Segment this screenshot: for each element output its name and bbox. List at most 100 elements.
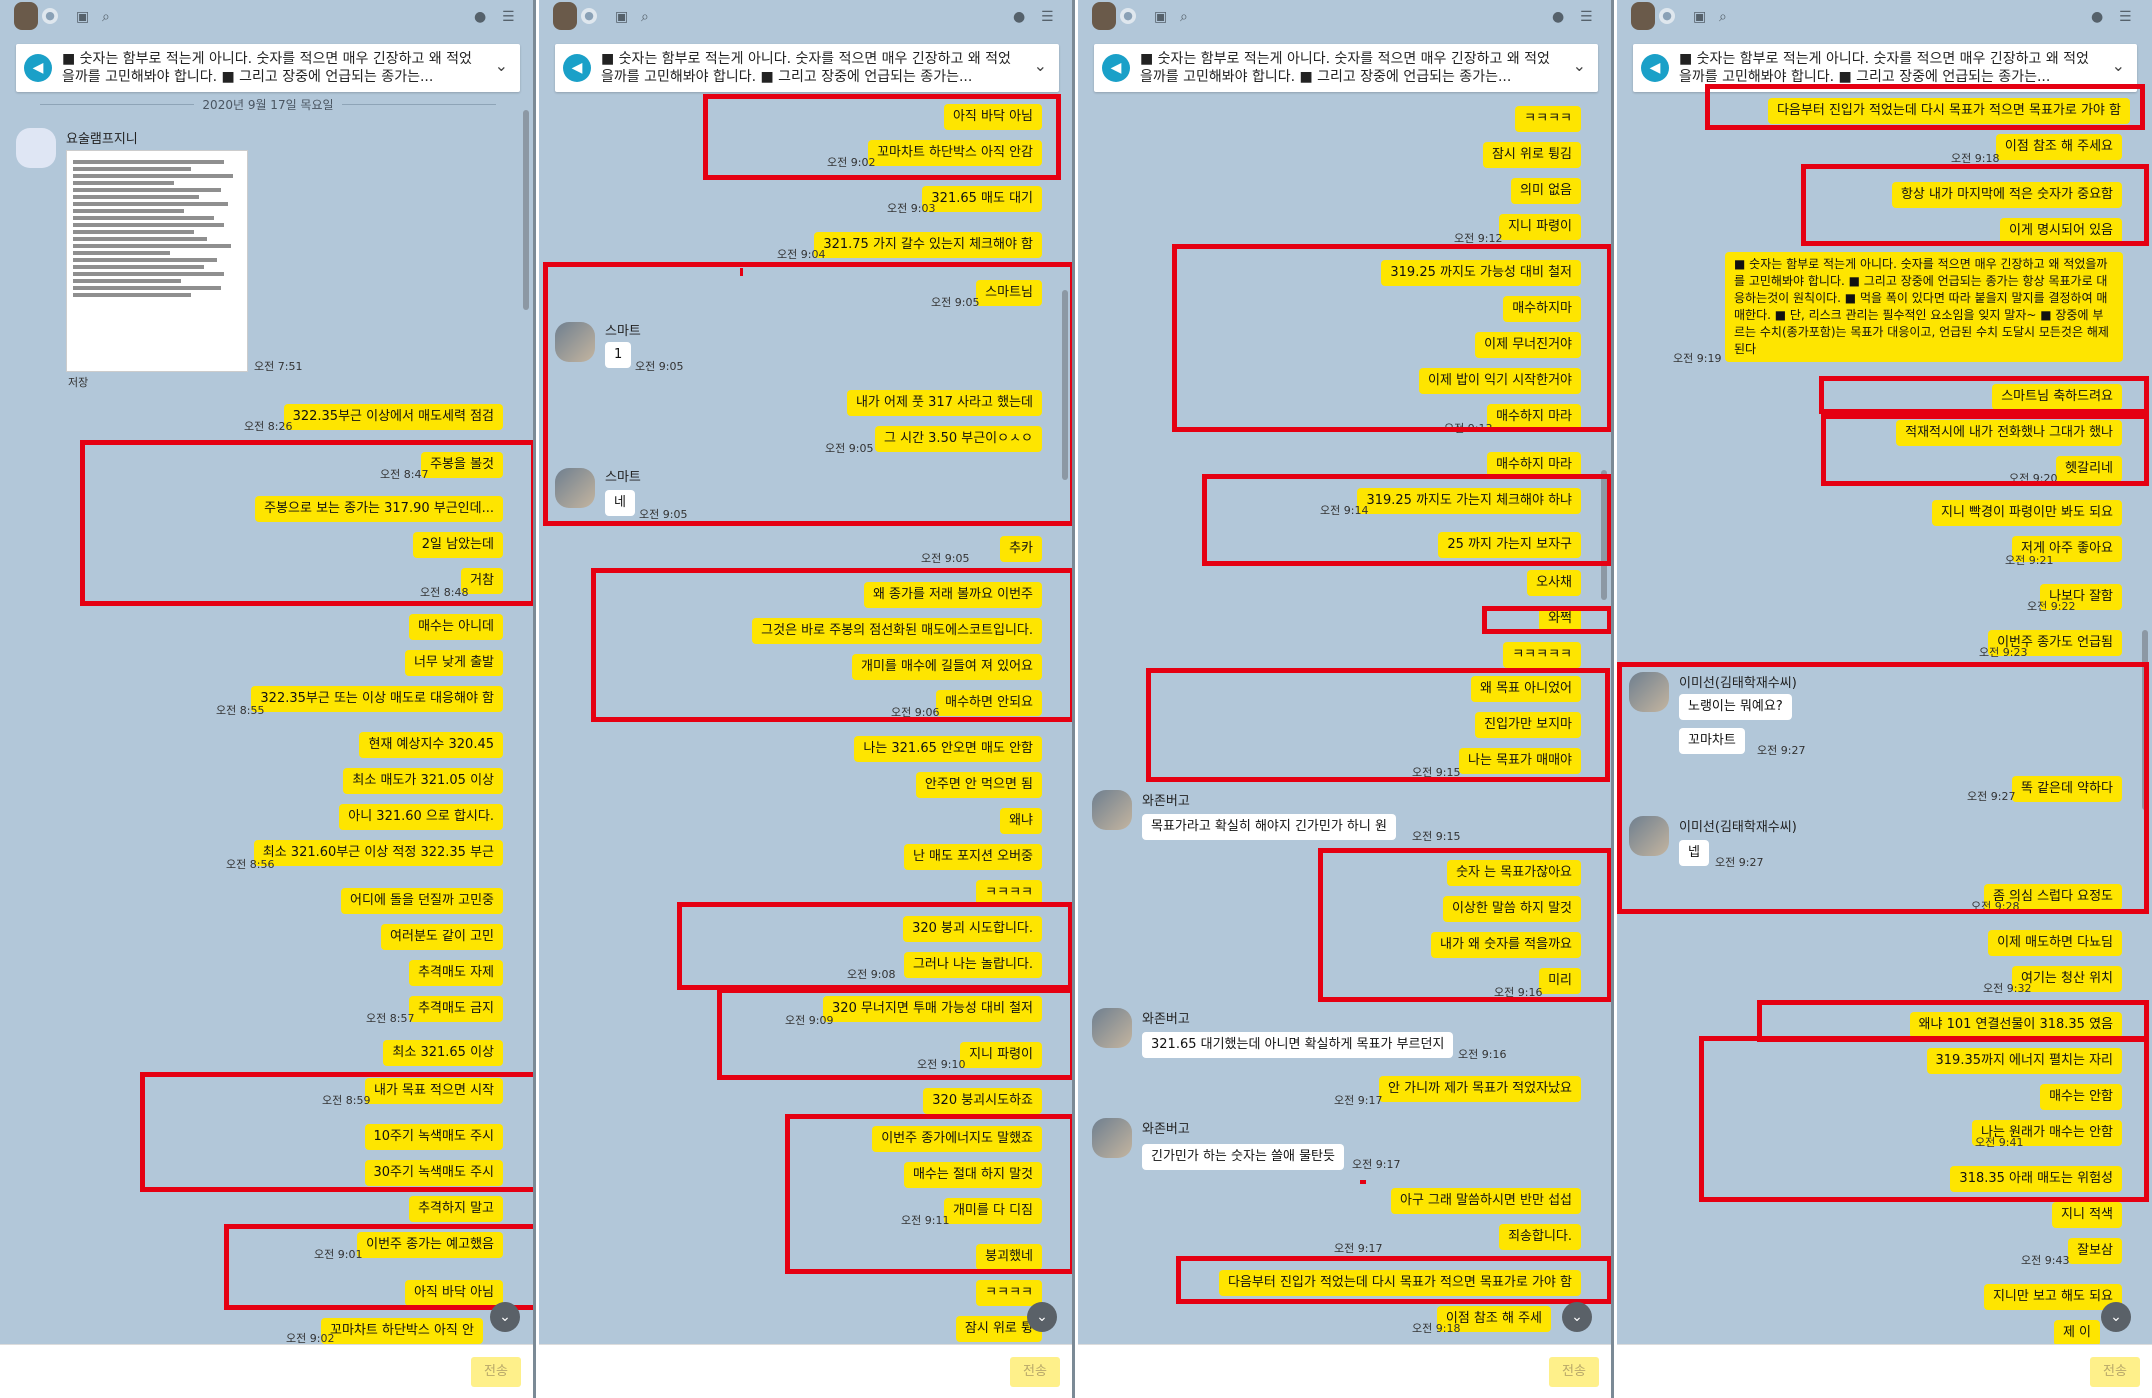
message-bubble: 321.65 대기했는데 아니면 확실하게 목표가 부르던지: [1142, 1032, 1454, 1058]
send-button[interactable]: 전송: [1010, 1357, 1060, 1387]
profile-icon[interactable]: ●: [581, 8, 597, 24]
message-bubble: 나는 321.65 안오면 매도 안함: [854, 736, 1042, 762]
save-link[interactable]: 저장: [68, 376, 89, 389]
sender-name: 스마트: [605, 324, 641, 339]
timestamp: 오전 9:16: [1494, 986, 1543, 999]
message-bubble: 스마트님 축하드려요: [1992, 384, 2122, 410]
scroll-down-button[interactable]: ⌄: [2101, 1302, 2131, 1332]
menu-icon[interactable]: ☰: [1580, 9, 1593, 25]
menu-icon[interactable]: ☰: [2119, 9, 2132, 25]
scrollbar[interactable]: [523, 110, 529, 310]
room-avatar: [553, 2, 577, 30]
chevron-down-icon[interactable]: ⌄: [1572, 56, 1586, 75]
briefcase-icon[interactable]: ▣: [615, 9, 629, 25]
message-bubble: ㅋㅋㅋㅋ: [976, 880, 1042, 906]
message-bubble: 아직 바닥 아님: [404, 1280, 503, 1306]
room-avatar: [1092, 2, 1116, 30]
message-bubble: 지니 파령이: [960, 1042, 1042, 1068]
message-bubble: 322.35부근 또는 이상 매도로 대응해야 함: [251, 686, 503, 712]
menu-icon[interactable]: ☰: [502, 9, 515, 25]
message-bubble: 좀 의심 스럽다 요정도: [1983, 884, 2122, 910]
avatar[interactable]: [1092, 1008, 1132, 1048]
avatar[interactable]: [1629, 672, 1669, 712]
chat-panel-1: ● ▣ ⌕ ● ☰ ◀ ■ 숫자는 함부로 적는게 아니다. 숫자를 적으면 매…: [0, 0, 536, 1398]
timestamp: 오전 8:48: [420, 586, 469, 599]
search-icon[interactable]: ⌕: [1719, 9, 1727, 25]
timestamp: 오전 9:19: [1673, 352, 1722, 365]
message-bubble: 꼬마차트 하단박스 아직 안: [321, 1318, 483, 1344]
red-mark: [1360, 1180, 1366, 1184]
briefcase-icon[interactable]: ▣: [1693, 9, 1707, 25]
bell-icon[interactable]: ●: [2091, 9, 2104, 25]
scrollbar[interactable]: [1062, 290, 1068, 480]
bell-icon[interactable]: ●: [1552, 9, 1565, 25]
message-bubble: 10주기 녹색매도 주시: [364, 1124, 503, 1150]
message-bubble: 이상한 말씀 하지 말것: [1442, 896, 1581, 922]
briefcase-icon[interactable]: ▣: [1154, 9, 1168, 25]
send-button[interactable]: 전송: [471, 1357, 521, 1387]
message-bubble: 매수하지 마라: [1487, 404, 1581, 430]
message-input-area[interactable]: 전송: [1617, 1344, 2152, 1398]
message-bubble: 진입가만 보지마: [1475, 712, 1581, 738]
message-bubble: 추격하지 말고: [409, 1196, 503, 1222]
search-icon[interactable]: ⌕: [641, 9, 649, 25]
notice-banner[interactable]: ◀ ■ 숫자는 함부로 적는게 아니다. 숫자를 적으면 매우 긴장하고 왜 적…: [1633, 44, 2137, 92]
timestamp: 오전 9:05: [825, 442, 874, 455]
menu-icon[interactable]: ☰: [1041, 9, 1054, 25]
timestamp: 오전 9:05: [921, 552, 970, 565]
chat-header: ● ▣ ⌕ ● ☰: [539, 0, 1072, 42]
notice-banner[interactable]: ◀ ■ 숫자는 함부로 적는게 아니다. 숫자를 적으면 매우 긴장하고 왜 적…: [555, 44, 1059, 92]
profile-icon[interactable]: ●: [1120, 8, 1136, 24]
scrollbar[interactable]: [1601, 470, 1607, 600]
timestamp: 오전 9:08: [847, 968, 896, 981]
timestamp: 오전 9:20: [2009, 472, 2058, 485]
avatar[interactable]: [1092, 790, 1132, 830]
message-input-area[interactable]: 전송: [1078, 1344, 1611, 1398]
chat-header: ● ▣ ⌕ ● ☰: [0, 0, 533, 42]
scroll-down-button[interactable]: ⌄: [1562, 1302, 1592, 1332]
scroll-down-button[interactable]: ⌄: [490, 1302, 520, 1332]
message-bubble: 아니 321.60 으로 합시다.: [339, 804, 503, 830]
message-bubble: 스마트님: [976, 280, 1042, 306]
search-icon[interactable]: ⌕: [102, 9, 110, 25]
scrollbar[interactable]: [2142, 630, 2148, 810]
scroll-down-button[interactable]: ⌄: [1027, 1302, 1057, 1332]
message-bubble: 왜냐 101 연결선물이 318.35 였음: [1909, 1012, 2122, 1038]
message-bubble: 붕괴했네: [976, 1244, 1042, 1270]
chevron-down-icon[interactable]: ⌄: [494, 56, 508, 75]
timestamp: 오전 7:51: [254, 360, 303, 373]
avatar[interactable]: [555, 322, 595, 362]
timestamp: 오전 8:55: [216, 704, 265, 717]
room-avatar: [14, 2, 38, 30]
send-button[interactable]: 전송: [1549, 1357, 1599, 1387]
profile-icon[interactable]: ●: [1659, 8, 1675, 24]
chevron-down-icon[interactable]: ⌄: [1033, 56, 1047, 75]
timestamp: 오전 9:11: [901, 1214, 950, 1227]
timestamp: 오전 9:02: [286, 1332, 335, 1345]
search-icon[interactable]: ⌕: [1180, 9, 1188, 25]
avatar[interactable]: [16, 128, 56, 168]
message-input-area[interactable]: 전송: [0, 1344, 533, 1398]
send-button[interactable]: 전송: [2090, 1357, 2140, 1387]
message-bubble: 와쩍: [1539, 606, 1581, 632]
message-bubble: 아구 그래 말씀하시면 반만 섭섭: [1390, 1188, 1581, 1214]
message-bubble: 개미를 다 디짐: [943, 1198, 1042, 1224]
avatar[interactable]: [1629, 816, 1669, 856]
bell-icon[interactable]: ●: [474, 9, 487, 25]
timestamp: 오전 9:27: [1967, 790, 2016, 803]
timestamp: 오전 9:21: [2005, 554, 2054, 567]
message-bubble: 네: [605, 490, 635, 516]
sender-name: 스마트: [605, 470, 641, 485]
message-bubble: 25 까지 가는지 보자구: [1438, 532, 1581, 558]
sender-name: 이미선(김태학재수씨): [1679, 820, 1797, 835]
shared-image[interactable]: [66, 150, 248, 372]
briefcase-icon[interactable]: ▣: [76, 9, 90, 25]
notice-banner[interactable]: ◀ ■ 숫자는 함부로 적는게 아니다. 숫자를 적으면 매우 긴장하고 왜 적…: [1094, 44, 1598, 92]
avatar[interactable]: [1092, 1118, 1132, 1158]
avatar[interactable]: [555, 468, 595, 508]
chevron-down-icon[interactable]: ⌄: [2111, 56, 2125, 75]
notice-banner[interactable]: ◀ ■ 숫자는 함부로 적는게 아니다. 숫자를 적으면 매우 긴장하고 왜 적…: [16, 44, 520, 92]
message-input-area[interactable]: 전송: [539, 1344, 1072, 1398]
bell-icon[interactable]: ●: [1013, 9, 1026, 25]
profile-icon[interactable]: ●: [42, 8, 58, 24]
